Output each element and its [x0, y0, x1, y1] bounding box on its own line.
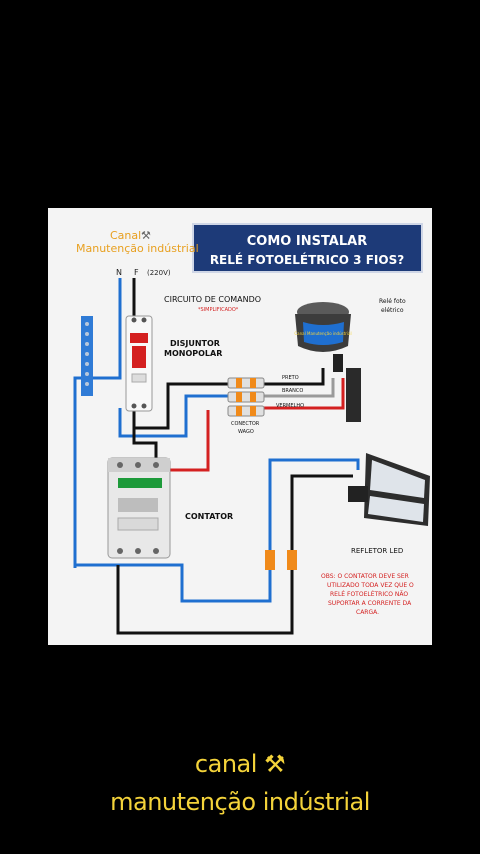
phase-label: F [134, 268, 139, 277]
obs-line-2: UTILIZADO TODA VEZ QUE O [327, 582, 414, 589]
relay-brand-text: Canal Manutenção indústrial [294, 331, 351, 336]
red-wire-label: VERMELHO [276, 403, 304, 409]
phase-wires [116, 278, 353, 635]
relay-label-2: elétrico [381, 307, 404, 314]
contactor [107, 457, 171, 559]
led-reflector [348, 453, 430, 526]
title-line-1: COMO INSTALAR [247, 234, 367, 249]
caption-line-1-wrap: canal ⚒ [0, 750, 480, 778]
black-wire-label: PRETO [282, 375, 299, 381]
caption-tool-icon: ⚒ [264, 750, 286, 778]
caption-line-1: canal [194, 750, 258, 778]
title-line-2: RELÉ FOTOELÉTRICO 3 FIOS? [210, 252, 404, 267]
terminal-bar [81, 316, 93, 396]
photo-relay: Canal Manutenção indústrial [294, 302, 361, 422]
white-wire-label: BRANCO [282, 388, 303, 394]
wago-label-2: WAGO [238, 429, 254, 435]
obs-line-1: OBS: O CONTATOR DEVE SER [321, 573, 409, 580]
wago-label-1: CONECTOR [231, 421, 260, 427]
wago-connectors [227, 377, 265, 417]
breaker-label-2: MONOPOLAR [164, 349, 222, 358]
title-banner [192, 223, 423, 273]
brand-line-1: Canal [110, 229, 141, 242]
caption-line-2: manutenção indústrial [110, 788, 370, 816]
contactor-label: CONTATOR [185, 512, 233, 521]
relay-label-1: Relé foto [379, 298, 406, 305]
circuit-sub-label: *SIMPLIFICADO* [198, 307, 239, 313]
circuit-label: CIRCUITO DE COMANDO [164, 295, 261, 304]
white-wire [253, 378, 335, 398]
reflector-label: REFLETOR LED [351, 547, 403, 555]
obs-line-3: RELÉ FOTOELÉTRICO NÃO [330, 590, 408, 598]
wiring-diagram: COMO INSTALAR RELÉ FOTOELÉTRICO 3 FIOS? … [48, 208, 432, 645]
fuses [265, 550, 297, 570]
obs-line-4: SUPORTAR A CORRENTE DA [328, 600, 412, 607]
brand-line-2: Manutenção indústrial [76, 242, 199, 255]
neutral-label: N [116, 268, 122, 277]
diagram-canvas: COMO INSTALAR RELÉ FOTOELÉTRICO 3 FIOS? … [73, 223, 430, 635]
breaker-label-1: DISJUNTOR [170, 339, 220, 348]
breaker [125, 315, 153, 412]
voltage-label: (220V) [147, 269, 171, 277]
brand-tool-icon: ⚒ [141, 229, 151, 242]
obs-line-5: CARGA. [356, 609, 379, 616]
